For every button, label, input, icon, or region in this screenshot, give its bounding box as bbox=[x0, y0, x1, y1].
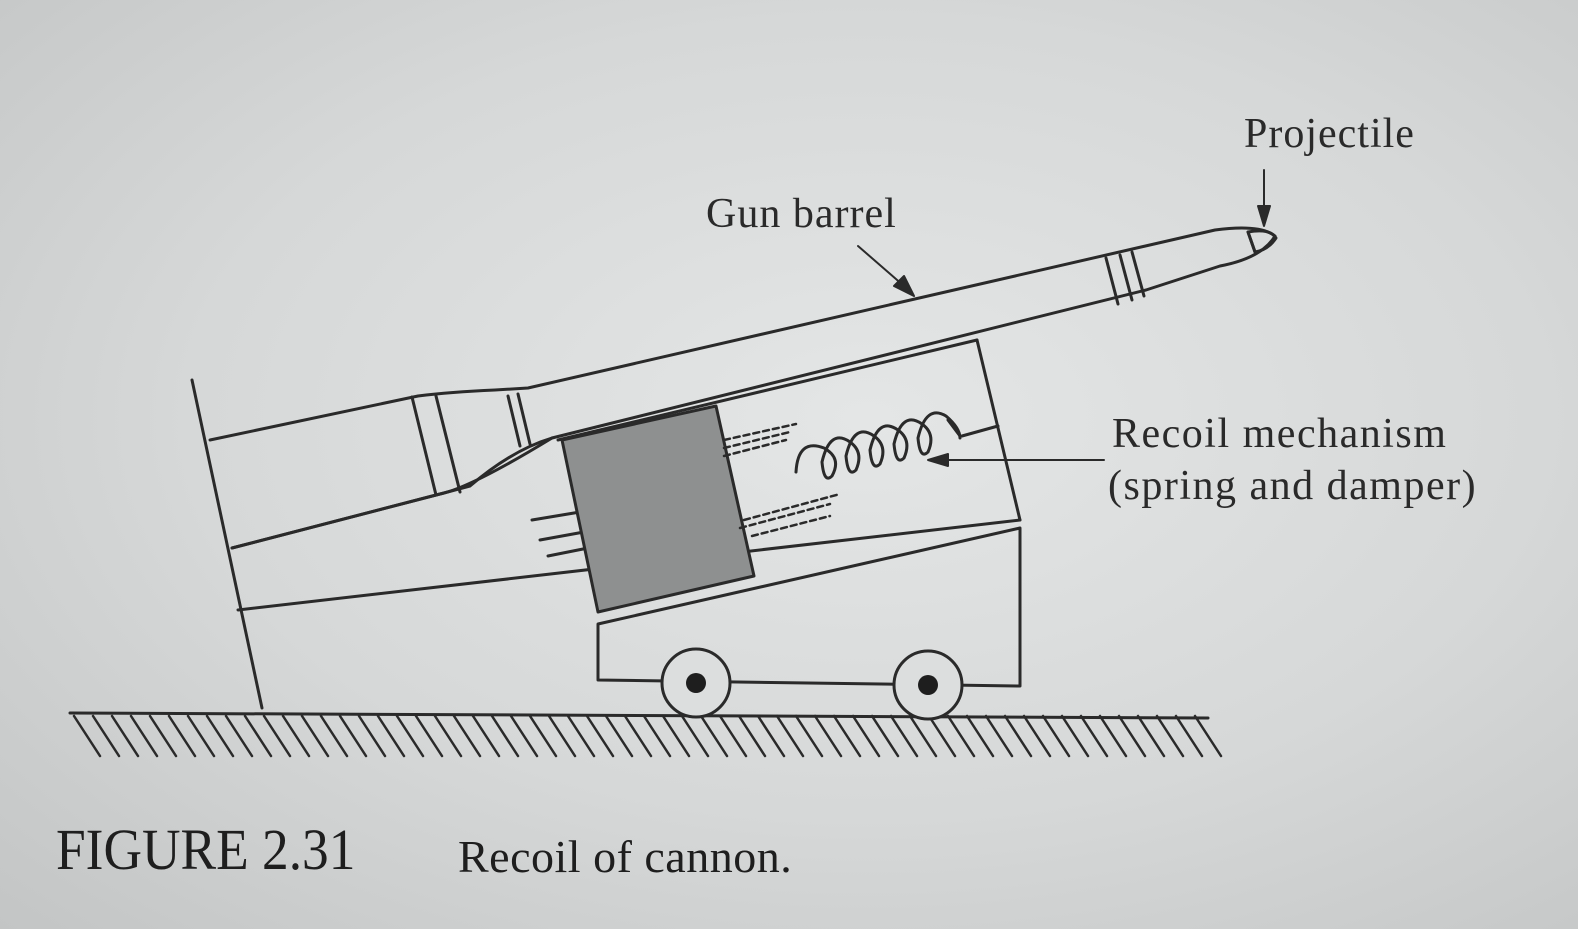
damper bbox=[722, 422, 842, 538]
wheel-left bbox=[660, 647, 732, 719]
recoil-mechanism-label: Recoil mechanism bbox=[1112, 411, 1448, 457]
spring bbox=[794, 411, 962, 480]
leader-gun-barrel bbox=[857, 245, 915, 297]
cannon-frame bbox=[190, 338, 1022, 710]
leader-recoil bbox=[927, 453, 1105, 467]
figure-number: FIGURE 2.31 bbox=[56, 817, 356, 882]
ground bbox=[68, 711, 1223, 758]
recoil-mass bbox=[560, 404, 756, 614]
carriage bbox=[596, 526, 1022, 688]
gun-barrel bbox=[208, 226, 1277, 550]
gun-barrel-label: Gun barrel bbox=[706, 191, 897, 237]
leader-projectile bbox=[1257, 169, 1271, 227]
recoil-mechanism-sublabel: (spring and damper) bbox=[1108, 463, 1478, 509]
projectile-label: Projectile bbox=[1244, 111, 1415, 157]
wheel-right bbox=[892, 649, 964, 721]
projectile bbox=[1246, 229, 1278, 254]
figure-caption: Recoil of cannon. bbox=[458, 831, 793, 882]
